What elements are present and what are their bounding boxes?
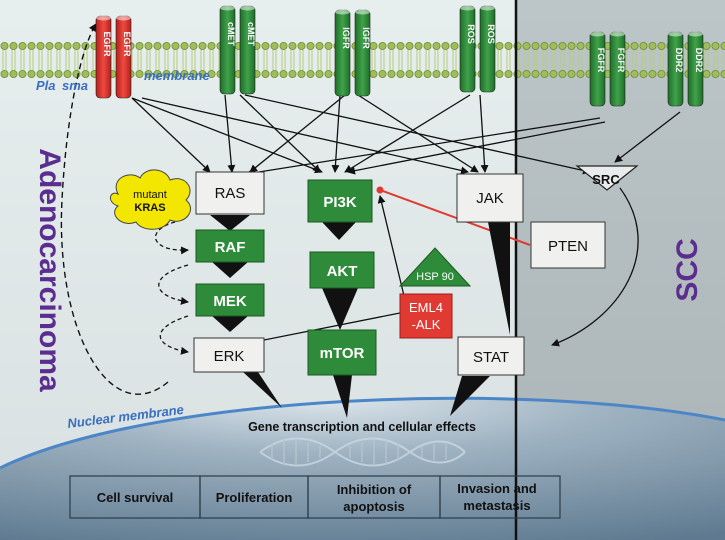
raf-label: RAF (215, 239, 246, 256)
ddr2-receptor-label: DDR2 (694, 48, 704, 73)
mtor-node (307, 329, 377, 376)
fgfr-receptor-label: FGFR (616, 48, 626, 73)
cascade-wedges (210, 215, 510, 418)
igfr-receptor-label: IGFR (361, 27, 371, 49)
fgfr-receptor-2: FGFR (609, 31, 626, 107)
effect-invasion-line2: metastasis (463, 498, 530, 513)
cmet-receptor-label: cMET (246, 22, 256, 47)
ras-label: RAS (215, 185, 246, 202)
mutant-kras-line1: mutant (133, 189, 167, 201)
raf-node (195, 229, 265, 263)
mutant-kras-cloud: mutant KRAS (110, 169, 192, 230)
plasma-membrane-label: membrane (144, 68, 210, 83)
src-label: SRC (592, 172, 620, 187)
effect-cell-survival: Cell survival (97, 490, 174, 505)
src-node (575, 165, 639, 191)
pten-inhibition-end (376, 186, 384, 194)
effect-inhibition-line1: Inhibition of (337, 482, 412, 497)
mek-label: MEK (213, 293, 247, 310)
cellular-effects: Cell survival Proliferation Inhibition o… (69, 475, 561, 519)
dna-helix-icon (259, 437, 466, 467)
igfr-receptor-2: IGFR (354, 9, 371, 97)
ros-receptor-label: ROS (486, 24, 496, 44)
effect-box-invasion-metastasis (439, 475, 561, 519)
igfr-receptor-1: IGFR (334, 9, 351, 97)
effect-proliferation: Proliferation (216, 490, 293, 505)
erk-node (193, 337, 265, 373)
hsp90-node (398, 247, 472, 287)
mutant-kras-line2: KRAS (134, 202, 165, 214)
akt-node (309, 251, 375, 289)
ddr2-receptor-1: DDR2 (667, 31, 684, 107)
connections (131, 94, 681, 347)
stat-label: STAT (473, 349, 509, 366)
jak-label: JAK (476, 190, 504, 207)
pten-label: PTEN (548, 238, 588, 255)
hsp90-label: HSP 90 (416, 271, 454, 283)
plasma-label-part1: Pla (36, 78, 56, 93)
ddr2-receptor-2: DDR2 (687, 31, 704, 107)
eml4-alk-label-line1: EML4 (409, 300, 443, 315)
erk-egfr-feedback-arrow (60, 23, 169, 395)
igfr-receptor-label: IGFR (341, 27, 351, 49)
erk-label: ERK (214, 348, 245, 365)
scc-label: SCC (671, 238, 704, 301)
egfr-receptor-label: EGFR (102, 31, 112, 57)
cmet-receptor-1: cMET (219, 5, 236, 95)
ros-receptor-1: ROS (459, 5, 476, 93)
ras-node (195, 171, 265, 215)
pten-node (530, 221, 606, 269)
nucleus (0, 398, 725, 540)
eml4-alk-label-line2: -ALK (412, 317, 441, 332)
ros-receptor-label: ROS (466, 24, 476, 44)
ddr2-receptor-label: DDR2 (674, 48, 684, 73)
effect-invasion-line1: Invasion and (457, 481, 537, 496)
eml4-alk-node (399, 293, 453, 339)
cmet-receptor-label: cMET (226, 22, 236, 47)
egfr-receptor-2: EGFR (115, 15, 132, 99)
mek-node (195, 283, 265, 317)
mtor-label: mTOR (320, 345, 365, 362)
ros-receptor-2: ROS (479, 5, 496, 93)
stat-node (457, 336, 525, 376)
effect-inhibition-line2: apoptosis (343, 499, 404, 514)
gene-transcription-title: Gene transcription and cellular effects (248, 420, 476, 434)
adenocarcinoma-label: Adenocarcinoma (33, 148, 66, 392)
plasma-label-part2: sma (62, 78, 88, 93)
pi3k-node (307, 179, 373, 223)
akt-label: AKT (327, 263, 358, 280)
pi3k-label: PI3K (323, 194, 357, 211)
egfr-receptor-label: EGFR (122, 31, 132, 57)
cmet-receptor-2: cMET (239, 5, 256, 95)
fgfr-receptor-label: FGFR (596, 48, 606, 73)
egfr-receptor-1: EGFR (95, 15, 112, 99)
fgfr-receptor-1: FGFR (589, 31, 606, 107)
jak-node (456, 173, 524, 223)
